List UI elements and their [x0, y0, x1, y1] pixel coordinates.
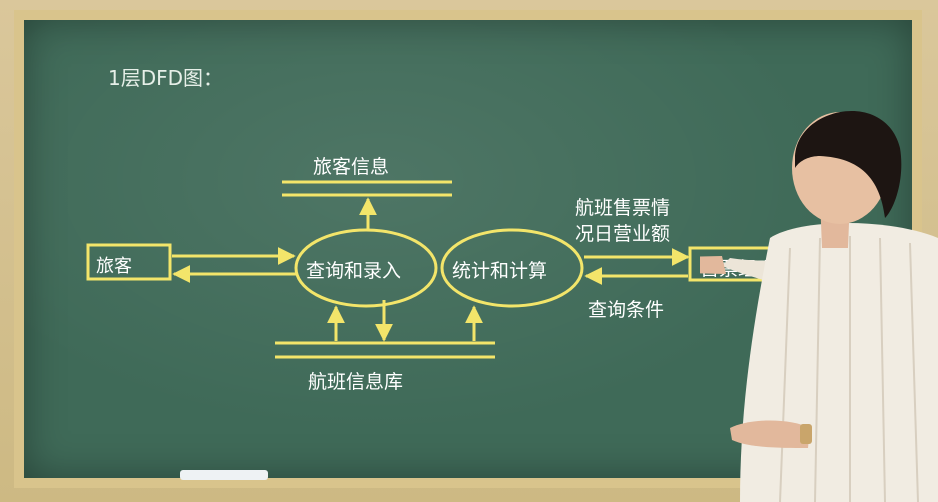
passenger-info-label: 旅客信息 — [313, 156, 390, 178]
report-flow-label-line2: 况日营业额 — [575, 223, 671, 245]
query-entry-label: 查询和录入 — [306, 260, 402, 282]
wristwatch — [800, 424, 812, 444]
stats-calc-process — [440, 228, 584, 308]
report-flow-label-line1: 航班售票情 — [575, 197, 671, 219]
diagram-title: 1层DFD图： — [108, 66, 224, 90]
presenter-shirt — [740, 223, 938, 502]
presenter-hand — [700, 256, 726, 274]
presenter-figure — [700, 110, 938, 502]
presenter-lower-hand — [730, 420, 810, 448]
presenter-hair — [795, 110, 902, 218]
query-entry-process — [294, 228, 438, 308]
passenger-entity-box — [86, 243, 172, 281]
stats-calc-label: 统计和计算 — [452, 260, 548, 282]
query-condition-label: 查询条件 — [588, 299, 665, 321]
flight-db-label: 航班信息库 — [308, 371, 404, 393]
chalk-tray — [180, 470, 268, 480]
passenger-label: 旅客 — [96, 256, 132, 277]
